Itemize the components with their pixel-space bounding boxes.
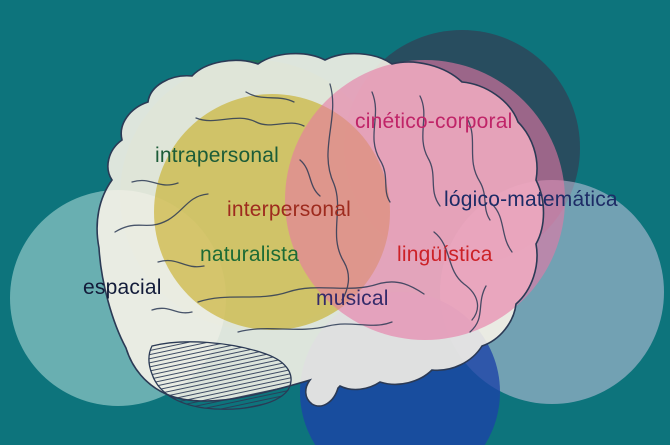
label-espacial: espacial <box>83 276 162 299</box>
label-cinetico-corporal: cinético-corporal <box>355 110 513 133</box>
label-intrapersonal: intrapersonal <box>155 144 280 167</box>
label-logico-matematica: lógico-matemática <box>444 188 618 211</box>
brain-sulci <box>114 83 513 333</box>
label-interpersonal: interpersonal <box>227 198 352 221</box>
cerebellum-hatch <box>148 341 292 410</box>
pink-circle <box>285 60 565 340</box>
label-musical: musical <box>316 287 389 310</box>
label-naturalista: naturalista <box>200 243 300 266</box>
label-linguistica: lingüística <box>397 243 493 266</box>
